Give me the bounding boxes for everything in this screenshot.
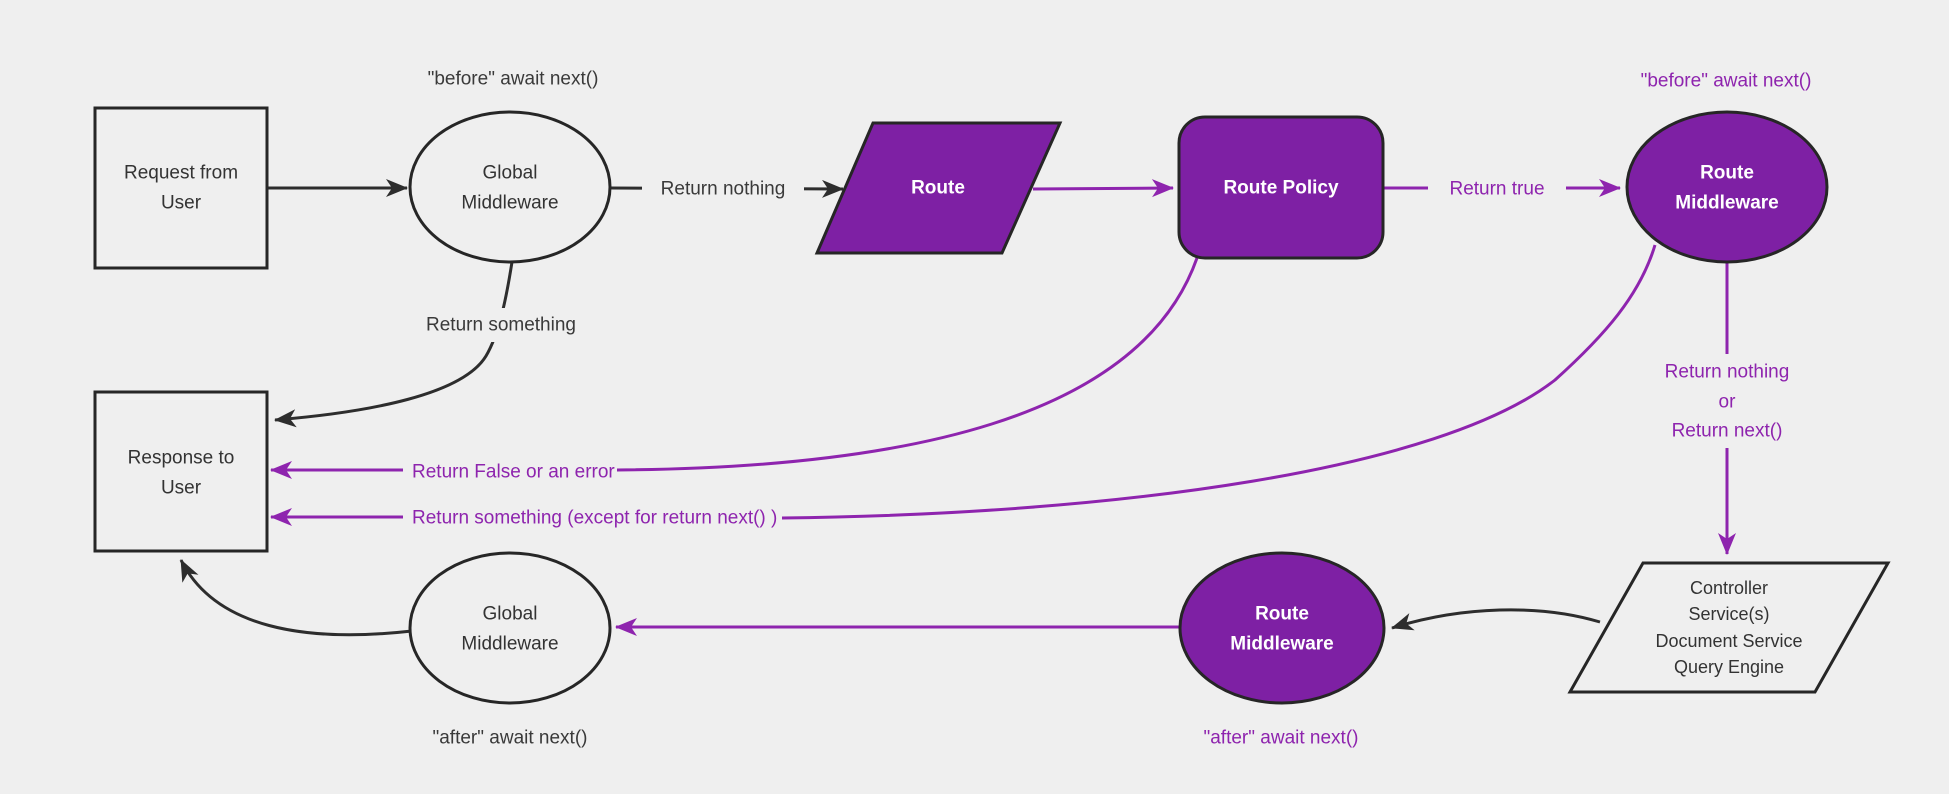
route-policy-box — [1177, 115, 1385, 260]
request-from-user-label-line1: Request from — [124, 163, 238, 184]
label-return-true: Return true — [1449, 179, 1544, 200]
label-bg-return-nothing-or — [1640, 354, 1815, 448]
node-route-policy: Route Policy — [1177, 115, 1385, 260]
response-to-user-label-line1: Response to — [128, 448, 235, 469]
global-middleware-bottom-label-line1: Global — [483, 604, 538, 625]
node-global-middleware-bottom: Global Middleware — [408, 551, 612, 705]
route-policy-label: Route Policy — [1223, 178, 1339, 199]
edge-services-to-route-middleware-bottom — [1391, 608, 1601, 631]
label-return-something: Return something — [426, 315, 576, 336]
route-parallelogram — [814, 121, 1063, 255]
node-global-middleware-top: Global Middleware — [408, 110, 612, 264]
label-bg-return-true — [1428, 172, 1566, 205]
node-request-from-user: Request from User — [93, 106, 269, 270]
label-return-something-except: Return something (except for return next… — [412, 508, 777, 529]
response-to-user-label-line2: User — [161, 478, 202, 499]
global-middleware-bottom-label-line2: Middleware — [461, 634, 558, 655]
global-middleware-bottom-ellipse — [408, 551, 612, 705]
services-label-line1: Controller — [1690, 578, 1768, 598]
label-return-nothing-top: Return nothing — [661, 179, 786, 200]
global-middleware-top-ellipse — [408, 110, 612, 264]
label-bg-return-something — [398, 308, 604, 342]
global-middleware-top-label-line2: Middleware — [461, 193, 558, 214]
route-label: Route — [911, 178, 965, 199]
request-from-user-label-line2: User — [161, 193, 202, 214]
node-route: Route — [814, 121, 1063, 255]
route-middleware-bottom-label-line2: Middleware — [1230, 634, 1333, 655]
node-services: Controller Service(s) Document Service Q… — [1567, 561, 1891, 694]
edge-global-middleware-bottom-to-response — [179, 559, 413, 637]
label-return-nothing-or-line2: or — [1719, 392, 1737, 413]
edge-route-policy-return-false-curve — [616, 257, 1199, 472]
route-middleware-top-label-line1: Route — [1700, 163, 1754, 184]
edge-route-middleware-return-something-curve — [781, 244, 1657, 520]
node-response-to-user: Response to User — [93, 390, 269, 553]
label-after-await-bottom-left: "after" await next() — [433, 728, 588, 749]
label-return-nothing-or-line3: Return next() — [1672, 421, 1783, 442]
route-middleware-bottom-ellipse — [1178, 551, 1386, 705]
response-to-user-box — [93, 390, 269, 553]
edge-global-middleware-return-something — [274, 261, 514, 428]
label-before-await-top-right: "before" await next() — [1641, 71, 1812, 92]
label-after-await-bottom-right: "after" await next() — [1204, 728, 1359, 749]
services-label-line4: Query Engine — [1674, 657, 1784, 677]
route-middleware-bottom-label-line1: Route — [1255, 604, 1309, 625]
route-middleware-top-label-line2: Middleware — [1675, 193, 1778, 214]
edge-route-to-route-policy — [1032, 179, 1174, 198]
page-bottom-edge — [0, 794, 1949, 801]
request-from-user-box — [93, 106, 269, 270]
node-route-middleware-bottom: Route Middleware — [1178, 551, 1386, 705]
label-before-await-top-left: "before" await next() — [428, 69, 599, 90]
node-route-middleware-top: Route Middleware — [1625, 110, 1829, 264]
route-middleware-top-ellipse — [1625, 110, 1829, 264]
services-label-line3: Document Service — [1655, 631, 1802, 651]
services-parallelogram — [1567, 561, 1891, 694]
global-middleware-top-label-line1: Global — [483, 163, 538, 184]
services-label-line2: Service(s) — [1688, 604, 1769, 624]
label-bg-return-nothing-top — [642, 172, 804, 205]
label-return-nothing-or-line1: Return nothing — [1665, 362, 1790, 383]
label-return-false-or-error: Return False or an error — [412, 462, 615, 483]
